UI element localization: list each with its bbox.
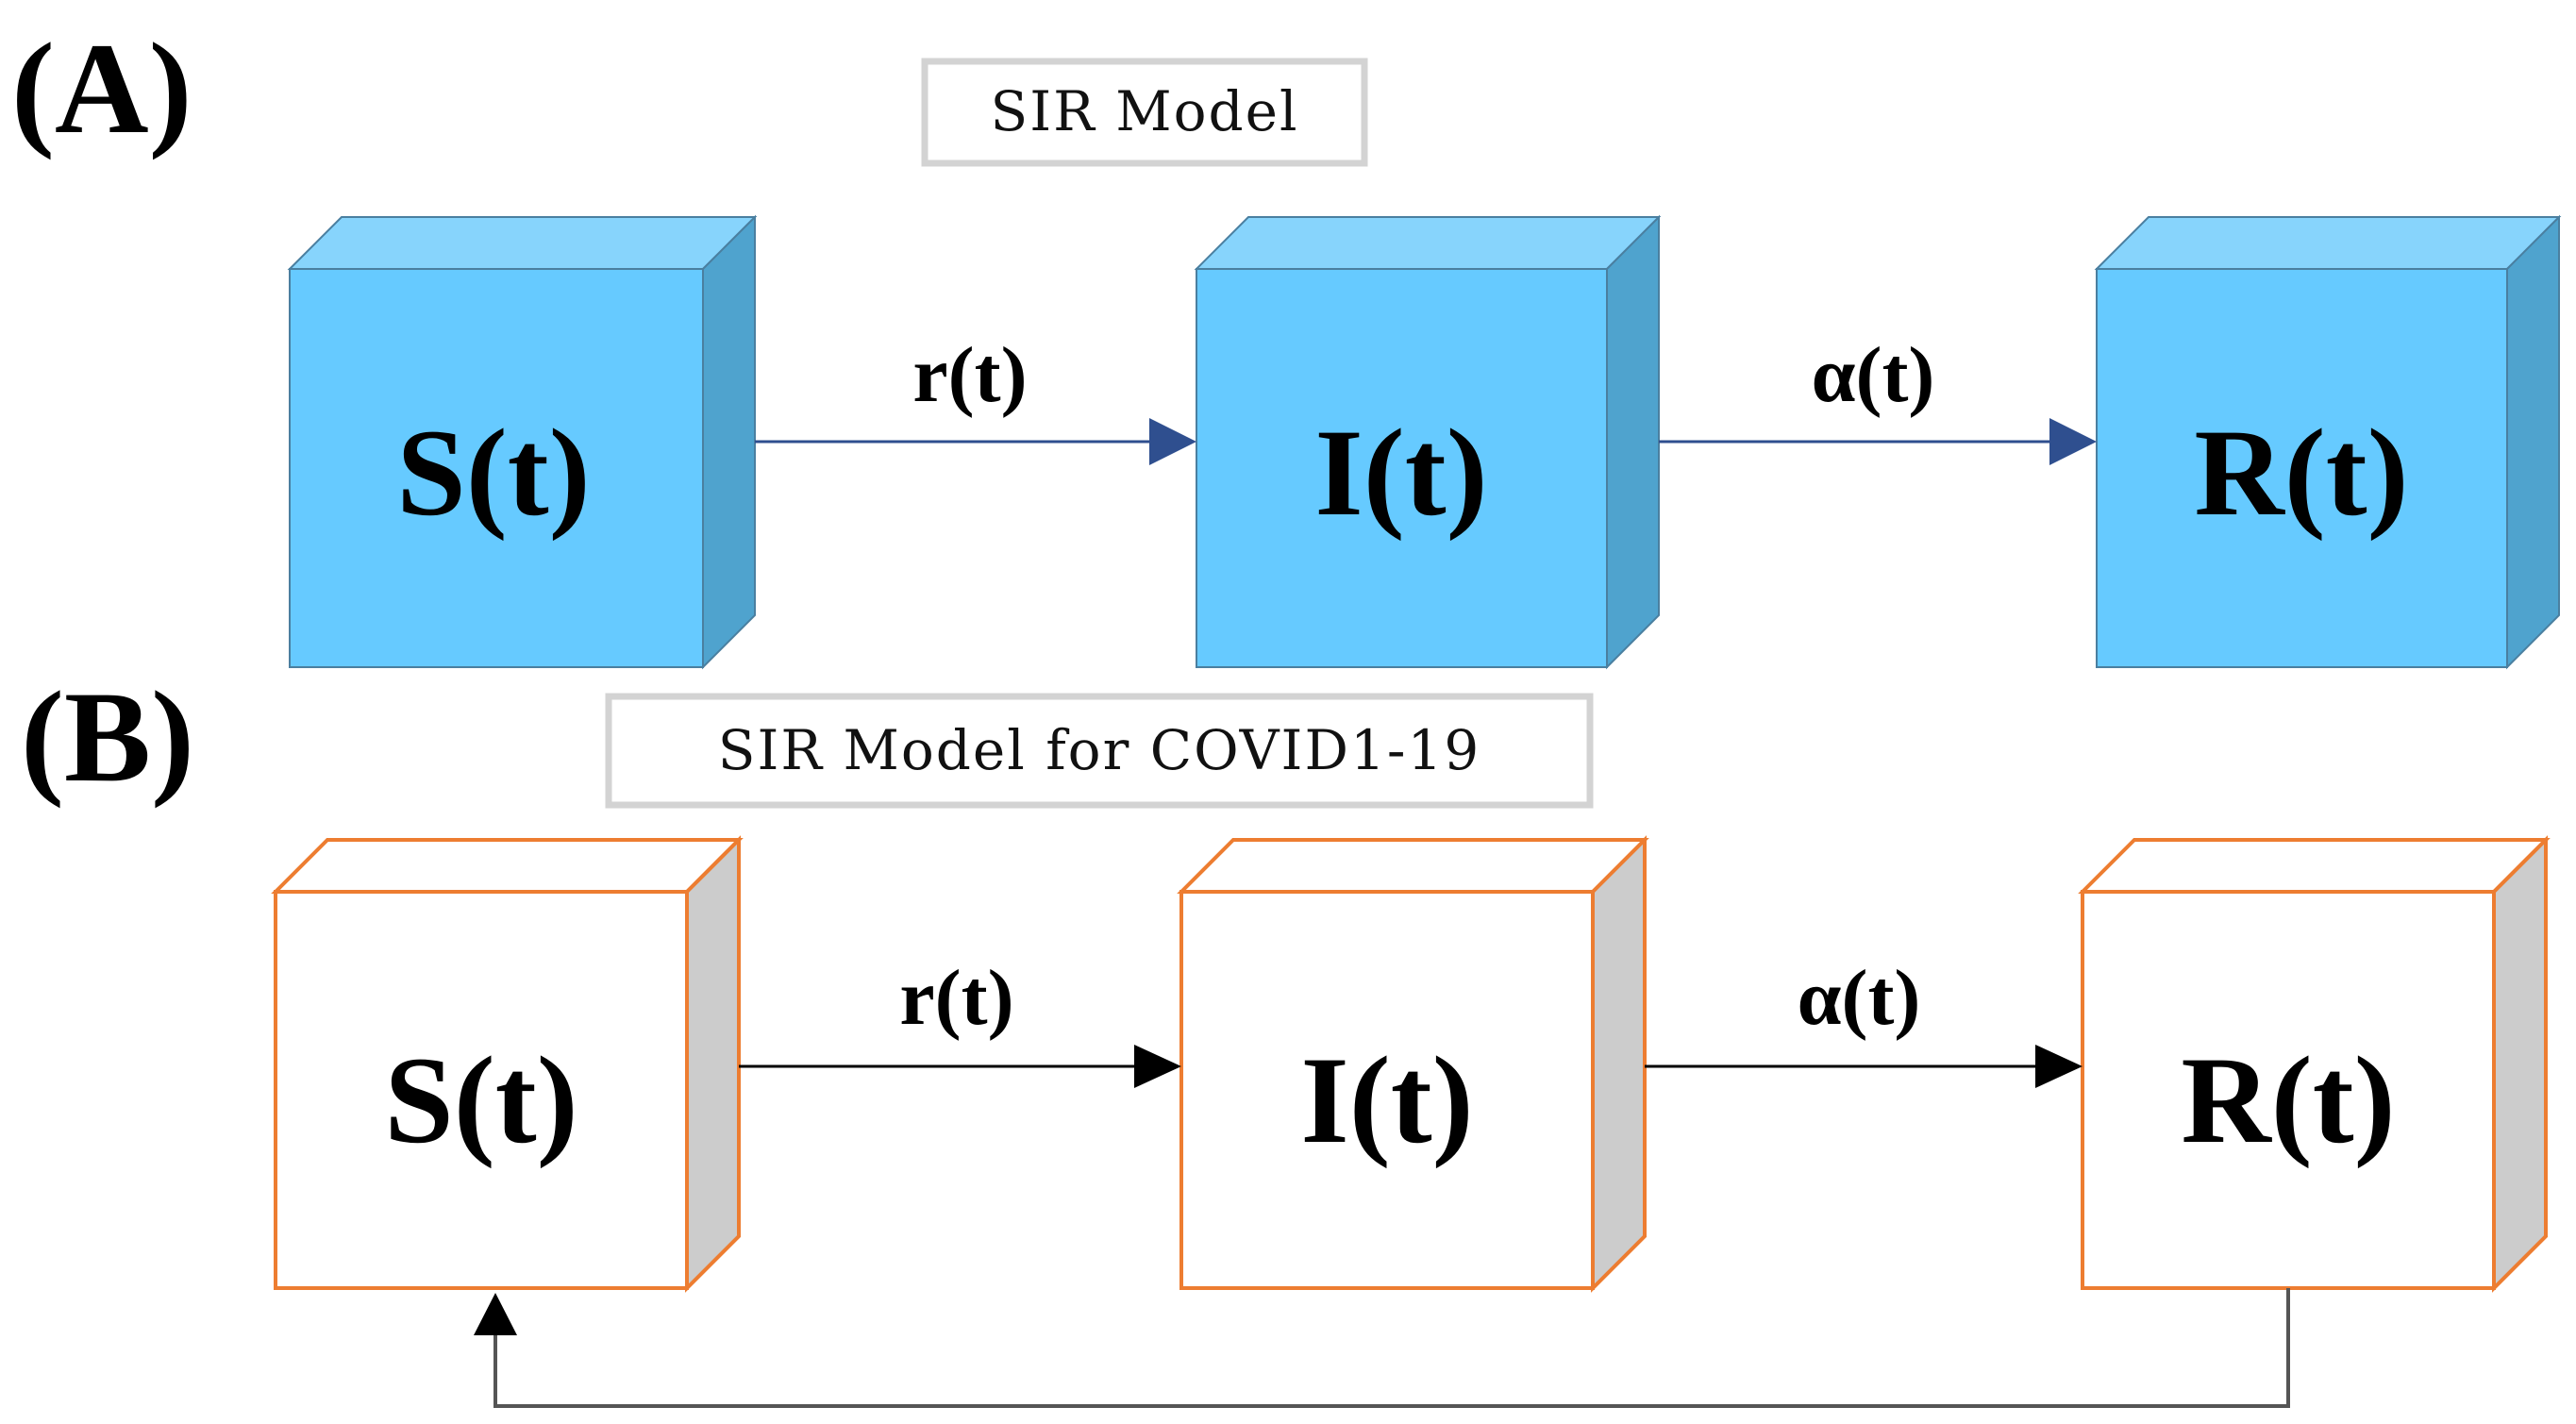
arrowhead bbox=[474, 1293, 517, 1335]
panel-a-edge-i-to-r: α(t) bbox=[1659, 331, 2097, 465]
cube-top-face bbox=[271, 838, 744, 894]
arrowhead bbox=[1149, 418, 1196, 465]
panel-b-title-box: SIR Model for COVID1-19 bbox=[605, 693, 1594, 809]
cube-front-face bbox=[1196, 268, 1608, 668]
cube-front-face bbox=[1179, 890, 1595, 1290]
panel-b-label: (B) bbox=[21, 664, 194, 809]
cube-front-face bbox=[289, 268, 704, 668]
arrowhead bbox=[1134, 1045, 1181, 1088]
cube-top-face bbox=[2094, 216, 2562, 270]
panel-b-edge-r-to-s-feedback bbox=[474, 1288, 2290, 1408]
arrowhead bbox=[2049, 418, 2097, 465]
cube-top-face bbox=[2078, 838, 2551, 894]
cube-top-face bbox=[287, 216, 758, 270]
cube-side-face bbox=[1606, 214, 1660, 670]
cube-side-face bbox=[1591, 835, 1647, 1293]
node-label-i: I(t) bbox=[1300, 1030, 1473, 1169]
panel-b-title: SIR Model for COVID1-19 bbox=[718, 718, 1481, 782]
node-label-r: R(t) bbox=[2194, 403, 2408, 542]
panel-a-title: SIR Model bbox=[990, 79, 1298, 143]
node-label-s: S(t) bbox=[396, 403, 590, 542]
panel-a-node-s: S(t) bbox=[287, 214, 758, 670]
edge-label-alpha: α(t) bbox=[1812, 331, 1935, 419]
panel-a-title-box: SIR Model bbox=[921, 58, 1368, 167]
cube-top-face bbox=[1194, 216, 1662, 270]
cube-side-face bbox=[685, 835, 741, 1293]
panel-b-node-r: R(t) bbox=[2078, 835, 2551, 1293]
panel-b-edge-s-to-i: r(t) bbox=[739, 954, 1181, 1088]
panel-b-edge-i-to-r: α(t) bbox=[1645, 954, 2083, 1088]
edge-label-r: r(t) bbox=[899, 954, 1013, 1042]
edge-label-alpha: α(t) bbox=[1798, 954, 1921, 1042]
panel-b-node-i: I(t) bbox=[1177, 835, 1649, 1293]
node-label-i: I(t) bbox=[1314, 403, 1487, 542]
cube-side-face bbox=[702, 214, 756, 670]
cube-front-face bbox=[2096, 268, 2508, 668]
panel-a-node-i: I(t) bbox=[1194, 214, 1662, 670]
cube-side-face bbox=[2506, 214, 2560, 670]
panel-b: (B) SIR Model for COVID1-19 S(t) I(t) R(… bbox=[21, 664, 2551, 1408]
cube-side-face bbox=[2492, 835, 2548, 1293]
node-label-s: S(t) bbox=[384, 1030, 577, 1169]
cube-top-face bbox=[1177, 838, 1649, 894]
panel-a-label: (A) bbox=[11, 16, 192, 160]
cube-front-face bbox=[274, 890, 689, 1290]
panel-a-node-r: R(t) bbox=[2094, 214, 2562, 670]
panel-a-edge-s-to-i: r(t) bbox=[755, 331, 1196, 465]
panel-b-node-s: S(t) bbox=[271, 835, 744, 1293]
edge-label-r: r(t) bbox=[912, 331, 1027, 419]
node-label-r: R(t) bbox=[2181, 1030, 2395, 1169]
arrowhead bbox=[2035, 1045, 2083, 1088]
panel-a: (A) SIR Model S(t) I(t) R(t) bbox=[11, 16, 2562, 670]
